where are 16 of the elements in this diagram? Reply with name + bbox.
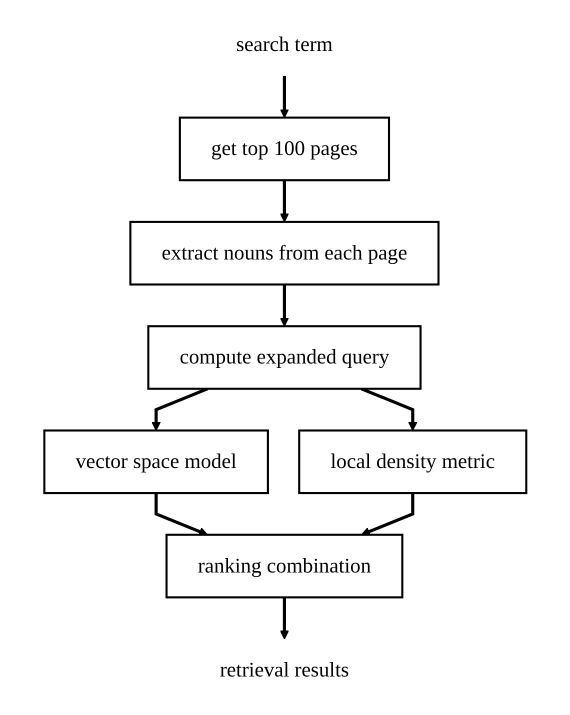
arrow xyxy=(154,493,208,536)
node-box: compute expanded query xyxy=(146,325,422,390)
arrow xyxy=(280,597,289,640)
arrow xyxy=(360,493,414,536)
arrow xyxy=(360,387,417,431)
node-box: extract nouns from each page xyxy=(129,220,440,286)
node-box: get top 100 pages xyxy=(178,116,390,182)
arrow xyxy=(280,284,289,327)
arrow xyxy=(280,180,289,222)
node-text: search term xyxy=(236,33,332,56)
node-box: ranking combination xyxy=(165,534,404,598)
node-text: retrieval results xyxy=(220,658,349,682)
arrow xyxy=(151,387,208,431)
arrow xyxy=(280,76,289,118)
node-box: vector space model xyxy=(42,429,269,494)
node-box: local density metric xyxy=(298,429,527,494)
